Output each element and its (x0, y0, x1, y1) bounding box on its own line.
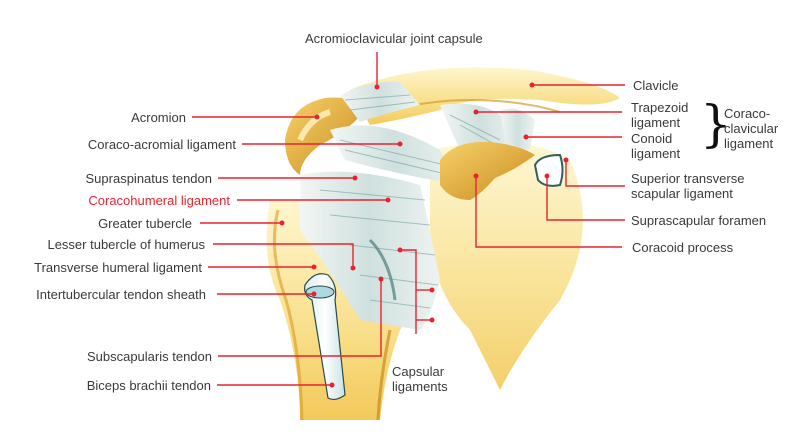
label-superior-transverse-line2: scapular ligament (631, 186, 733, 201)
scapula (430, 142, 583, 390)
label-acromion: Acromion (131, 110, 186, 125)
label-biceps-brachii-tendon: Biceps brachii tendon (86, 378, 211, 393)
ligaments (300, 81, 535, 330)
label-conoid-line1: Conoid (631, 131, 673, 146)
suprascapular-foramen (533, 153, 564, 187)
label-suprascapular-foramen: Suprascapular foramen (631, 213, 767, 228)
label-coraco-acromial-ligament: Coraco-acromial ligament (87, 137, 236, 152)
coracoid-process (440, 141, 535, 200)
label-transverse-humeral-ligament: Transverse humeral ligament (34, 260, 202, 275)
label-coracohumeral-ligament: Coracohumeral ligament (88, 193, 230, 208)
label-coracoid-process: Coracoid process (632, 240, 734, 255)
label-clavicle: Clavicle (633, 78, 679, 93)
biceps-tendon (304, 273, 346, 401)
label-capsular-ligaments-line2: ligaments (392, 379, 448, 394)
label-lesser-tubercle: Lesser tubercle of humerus (47, 237, 205, 252)
label-supraspinatus-tendon: Supraspinatus tendon (85, 171, 212, 186)
label-coracoclavicular-line1: Coraco- (724, 106, 771, 121)
brace-icon: } (700, 95, 732, 153)
label-coracoclavicular-line2: clavicular (724, 121, 779, 136)
label-trapezoid-line2: ligament (631, 115, 681, 130)
label-capsular-ligaments-line1: Capsular (392, 364, 445, 379)
label-superior-transverse-line1: Superior transverse (631, 171, 745, 186)
label-acromioclavicular-joint-capsule: Acromioclavicular joint capsule (305, 31, 483, 46)
label-subscapularis-tendon: Subscapularis tendon (86, 349, 212, 364)
label-coracoclavicular-line3: ligament (724, 136, 774, 151)
leader-lines (192, 52, 625, 386)
label-greater-tubercle: Greater tubercle (98, 216, 192, 231)
label-conoid-line2: ligament (631, 146, 681, 161)
label-trapezoid-line1: Trapezoid (631, 100, 689, 115)
label-intertubercular-tendon-sheath: Intertubercular tendon sheath (36, 287, 206, 302)
leader-dots (279, 82, 569, 388)
